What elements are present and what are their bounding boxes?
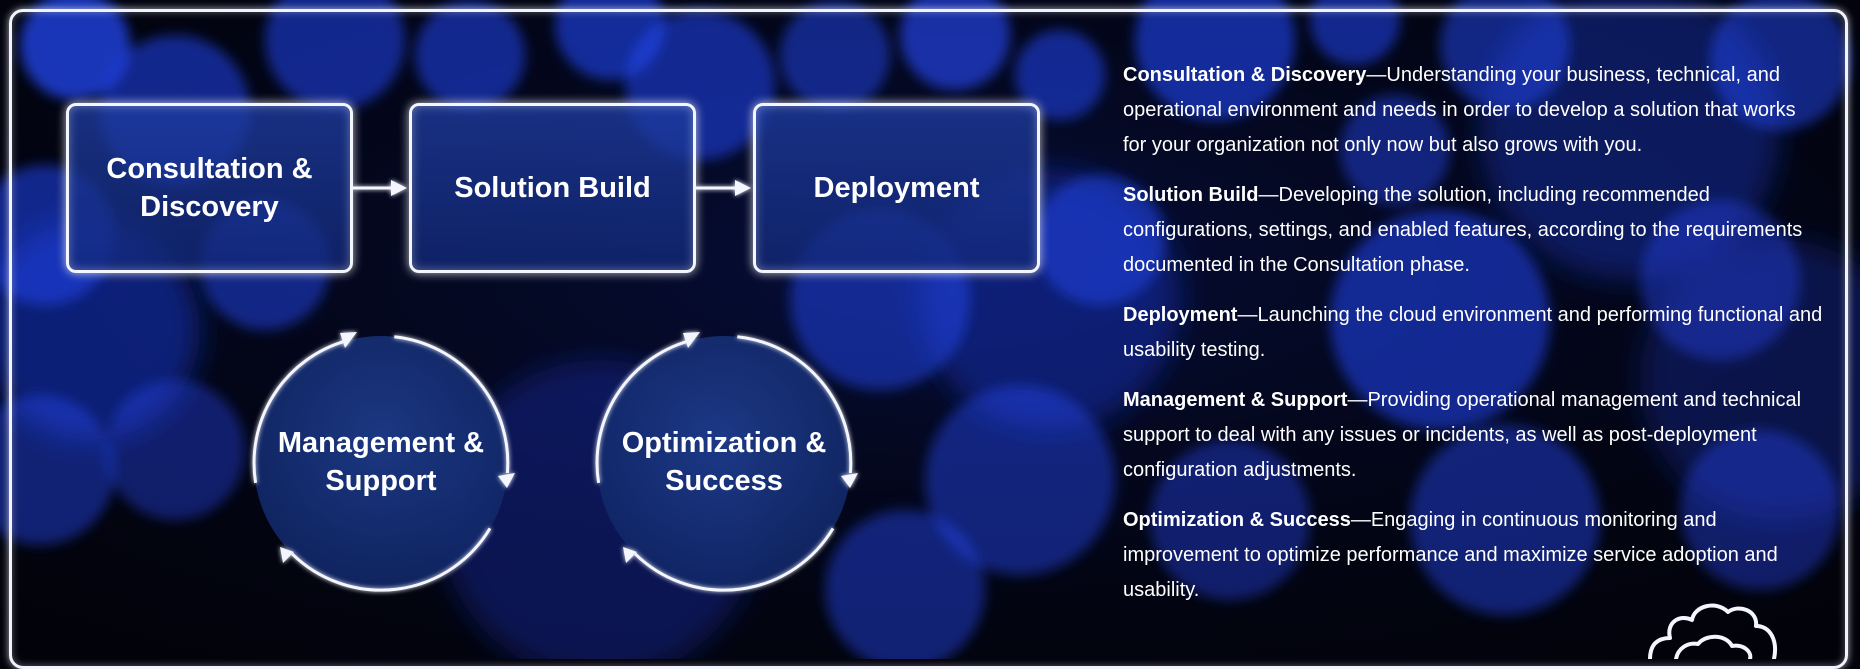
description-text: —Developing the solution, including reco… — [1123, 184, 1803, 276]
description-optimization-success: Optimization & Success—Engaging in conti… — [1123, 503, 1823, 608]
flow-arrow-1 — [353, 180, 407, 196]
description-text: —Launching the cloud environment and per… — [1123, 304, 1823, 361]
description-consultation-discovery: Consultation & Discovery—Understanding y… — [1123, 58, 1823, 163]
description-text: —Understanding your business, technical,… — [1123, 64, 1796, 156]
cycle-label-optimization-success: Optimization & Success — [621, 427, 827, 497]
cycle-management-support — [252, 332, 515, 592]
cycle-label-management-support: Management & Support — [277, 427, 485, 497]
description-deployment: Deployment—Launching the cloud environme… — [1123, 298, 1823, 368]
description-term: Optimization & Success — [1123, 509, 1351, 531]
description-solution-build: Solution Build—Developing the solution, … — [1123, 178, 1823, 283]
flow-arrow-2 — [696, 180, 751, 196]
step-label: Consultation & Discovery — [106, 153, 313, 223]
cycle-optimization-success — [595, 332, 858, 592]
step-label: Solution Build — [454, 172, 651, 204]
description-management-support: Management & Support—Providing operation… — [1123, 383, 1823, 488]
description-term: Deployment — [1123, 304, 1238, 326]
step-deployment: Deployment — [753, 103, 1040, 273]
description-text: —Engaging in continuous monitoring and i… — [1123, 509, 1778, 601]
description-text: —Providing operational management and te… — [1123, 389, 1802, 481]
step-consultation-discovery: Consultation & Discovery — [66, 103, 353, 273]
description-term: Solution Build — [1123, 184, 1259, 206]
cloud-icon — [1648, 603, 1777, 659]
step-solution-build: Solution Build — [409, 103, 696, 273]
step-label: Deployment — [813, 172, 980, 204]
description-term: Consultation & Discovery — [1123, 64, 1367, 86]
description-term: Management & Support — [1123, 389, 1348, 411]
